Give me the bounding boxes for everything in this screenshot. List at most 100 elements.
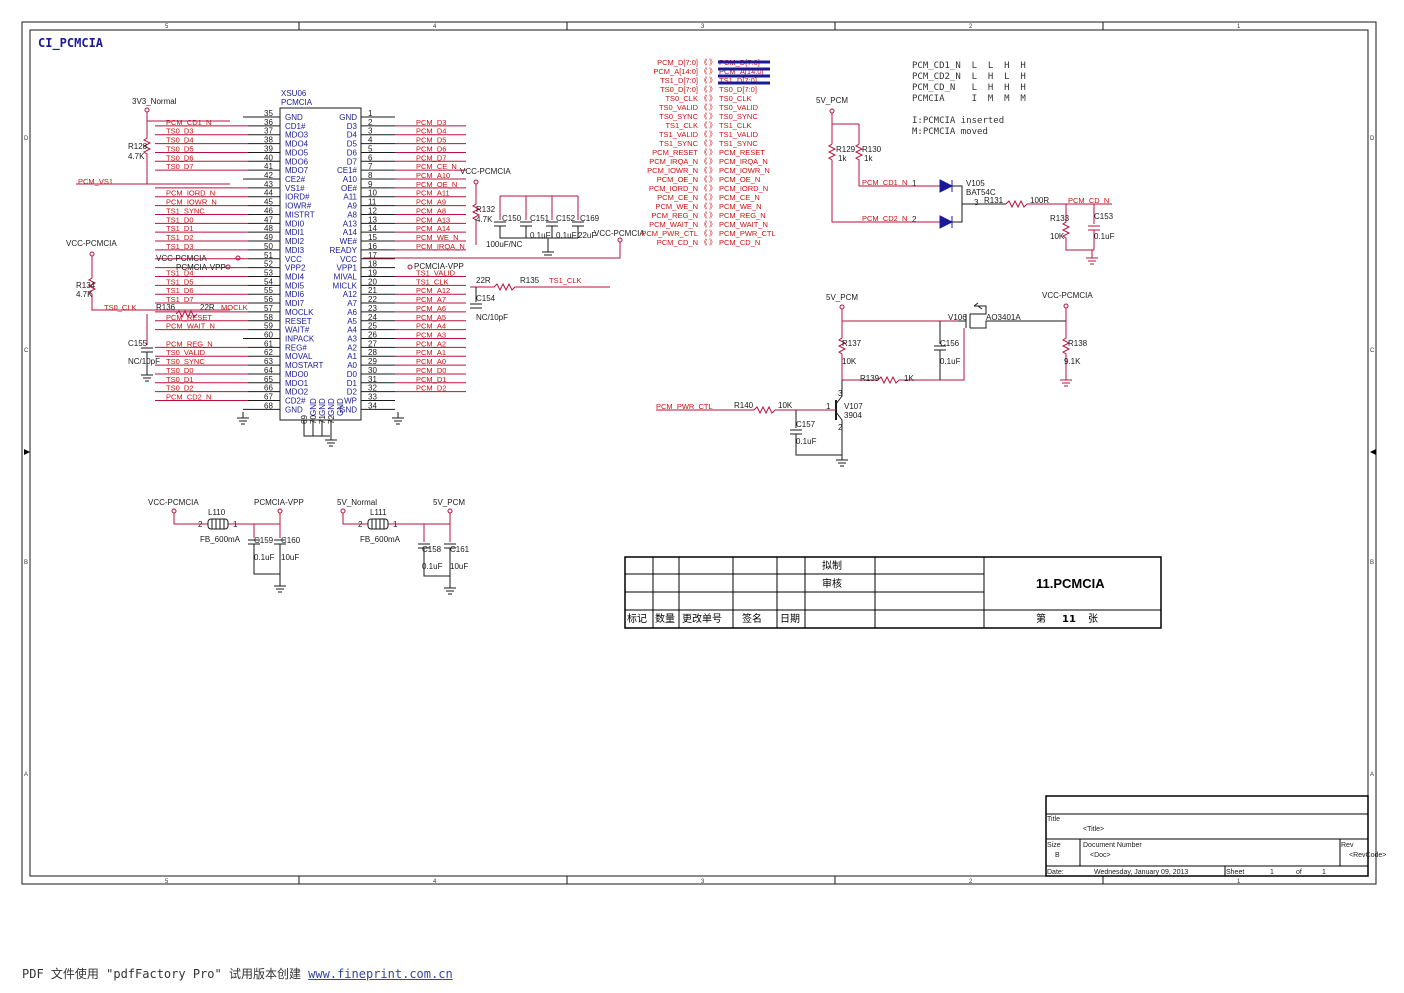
psw-out-port — [1063, 303, 1069, 309]
pin-name-65: MDO1 — [285, 379, 309, 388]
sheet-suffix: 张 — [1088, 613, 1098, 625]
net-pcm-a2: PCM_A2 — [416, 339, 446, 348]
net-ts0-d7: TS0_D7 — [166, 162, 194, 171]
bus-in-chevron: 《 — [700, 166, 708, 175]
label-vcc-pcmcia-right: VCC-PCMCIA — [594, 229, 645, 238]
pin-name-34: GND — [339, 405, 357, 414]
bus-in-pcm-we-n: PCM_WE_N — [655, 202, 698, 211]
pin-num-12: 12 — [368, 206, 377, 215]
bus-in-ts0-clk: TS0_CLK — [665, 94, 698, 103]
net-pcm-reg-n: PCM_REG_N — [166, 339, 213, 348]
bus-out-pcm-we-n: PCM_WE_N — [719, 202, 762, 211]
bus-out-chevron: 》 — [709, 220, 717, 229]
pin-name-4: D5 — [347, 140, 358, 149]
net-ts0-d6: TS0_D6 — [166, 153, 194, 162]
card-detect-circuit: 5V_PCM R129 1k R130 1k PCM_CD1_N PCM_CD2… — [816, 96, 1115, 265]
resistor-r137 — [837, 309, 958, 380]
footer-link[interactable]: www.fineprint.com.cn — [308, 967, 453, 981]
pin-num-55: 55 — [264, 286, 273, 295]
net-pcm-a10: PCM_A10 — [416, 171, 450, 180]
net-ts1-d5: TS1_D5 — [166, 277, 194, 286]
net-ts0-d4: TS0_D4 — [166, 136, 194, 145]
title-value: <Title> — [1083, 826, 1104, 833]
pin-name-37: MDO3 — [285, 131, 309, 140]
truth-row-3: PCMCIA I M M M — [912, 94, 1026, 104]
r130-value: 1k — [864, 154, 873, 163]
net-pcm-irqa-n: PCM_IRQA_N — [416, 242, 465, 251]
power-port-3v3 — [144, 107, 150, 113]
net-pcm-d5: PCM_D5 — [416, 136, 446, 145]
pin-num-14: 14 — [368, 224, 377, 233]
r129-value: 1k — [838, 154, 847, 163]
port-vcc-51 — [235, 255, 241, 261]
bus-in-ts1-sync: TS1_SYNC — [659, 139, 698, 148]
pin-name-70: GND — [318, 398, 327, 416]
zone-col-top-4: 4 — [433, 24, 437, 30]
r131-ref: R131 — [984, 196, 1004, 205]
pin-num-32: 32 — [368, 384, 377, 393]
net-ts1-d2: TS1_D2 — [166, 233, 194, 242]
capacitor-ground — [499, 226, 579, 259]
bus-in-ts0-sync: TS0_SYNC — [659, 112, 698, 121]
bus-in-chevron: 《 — [700, 220, 708, 229]
port-vcc-right — [617, 237, 623, 243]
pin-name-38: MDO4 — [285, 140, 309, 149]
bus-in-pcm-a-14-0: PCM_A[14:0] — [653, 67, 698, 76]
net-ts0-valid: TS0_VALID — [166, 348, 206, 357]
c158-value: 0.1uF — [422, 562, 443, 571]
bus-out-chevron: 》 — [709, 103, 717, 112]
pin-name-54: MDI5 — [285, 281, 305, 290]
c161-value: 10uF — [450, 562, 468, 571]
label-vcc-pcmcia-51: VCC-PCMCIA — [156, 254, 207, 263]
c157-value: 0.1uF — [796, 437, 817, 446]
revision-grid — [625, 557, 1161, 628]
net-pcm-iord-n: PCM_IORD_N — [166, 189, 215, 198]
net-ts1-clk: TS1_CLK — [549, 276, 582, 285]
ts1-clk-filter: 22R R135 TS1_CLK C154 NC/10pF PCMCIA-VPP — [407, 262, 610, 322]
net-cd2: PCM_CD2_N — [862, 214, 907, 223]
decoupling-vcc: VCC-PCMCIA R132 4.7K C150 100uF/NC C151 … — [363, 167, 645, 259]
f1-in-port — [171, 508, 177, 514]
wire-gate — [918, 328, 965, 381]
bus-out-ts0-d-7-0: TS0_D[7:0] — [719, 85, 757, 94]
pin-num-21: 21 — [368, 286, 377, 295]
zone-row-left-C: C — [24, 348, 29, 354]
pin-name-61: REG# — [285, 343, 307, 352]
pin-num-44: 44 — [264, 189, 273, 198]
net-pcm-we-n: PCM_WE_N — [416, 233, 459, 242]
net-pcm-a11: PCM_A11 — [416, 189, 450, 198]
bus-lines — [718, 60, 770, 85]
net-pcm-a1: PCM_A1 — [416, 348, 446, 357]
size-value: B — [1055, 852, 1060, 859]
zone-col-bottom-2: 2 — [969, 879, 973, 885]
pin-num-51: 51 — [264, 251, 273, 260]
pin-num-20: 20 — [368, 277, 377, 286]
c152-value: 0.1uF — [556, 231, 577, 240]
footer-text: PDF 文件使用 "pdfFactory Pro" 试用版本创建 — [22, 967, 309, 981]
bus-in-pcm-reset: PCM_RESET — [652, 148, 698, 157]
bus-in-chevron: 《 — [700, 112, 708, 121]
zone-row-right-D: D — [1370, 136, 1375, 142]
net-ts1-d7: TS1_D7 — [166, 295, 194, 304]
pin-name-31: D1 — [347, 379, 358, 388]
l111-ref: L111 — [370, 508, 387, 517]
bus-in-ts0-d-7-0: TS0_D[7:0] — [660, 85, 698, 94]
net-cd1: PCM_CD1_N — [862, 178, 907, 187]
pin-num-60: 60 — [264, 331, 273, 340]
zone-col-bottom-5: 5 — [165, 879, 169, 885]
bus-out-ts1-d-7-0: TS1_D[7:0] — [719, 76, 757, 85]
net-ts0-d5: TS0_D5 — [166, 144, 194, 153]
connector-grounds — [237, 412, 404, 447]
c156-value: 0.1uF — [940, 357, 961, 366]
net-pcm-oe-n: PCM_OE_N — [416, 180, 457, 189]
pin-name-58: RESET — [285, 317, 312, 326]
bus-out-chevron: 》 — [709, 85, 717, 94]
pin-name-26: A3 — [347, 335, 357, 344]
of-label: of — [1296, 869, 1302, 876]
pin-name-43: VS1# — [285, 184, 305, 193]
pin-num-3: 3 — [368, 127, 373, 136]
transistor-ground — [836, 459, 848, 467]
r128-ref: R128 — [128, 142, 148, 151]
r135-ref: R135 — [520, 276, 540, 285]
resistor-r135 — [470, 282, 610, 292]
